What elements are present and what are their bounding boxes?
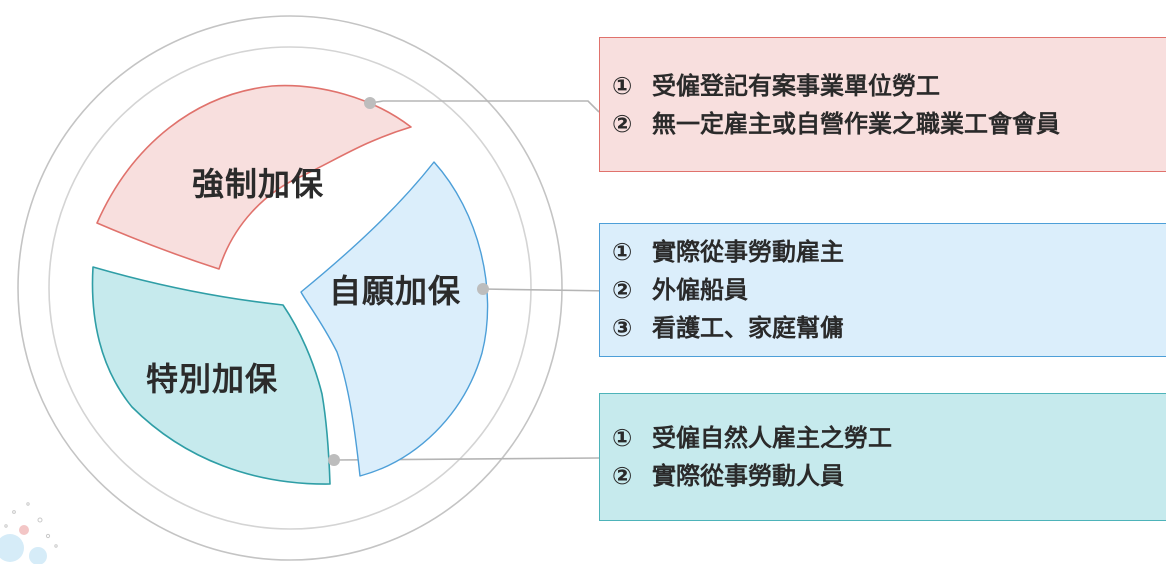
connector-dot-voluntary — [477, 283, 489, 295]
item-number: ① — [612, 424, 633, 452]
label-compulsory: 強制加保 — [192, 165, 324, 203]
inner-ring — [48, 46, 532, 530]
item-number: ③ — [612, 314, 633, 342]
item-number: ① — [612, 238, 633, 266]
item-number: ① — [612, 71, 633, 100]
item-text: 外僱船員 — [652, 276, 748, 304]
list-item: ② 實際從事勞動人員 — [612, 457, 1156, 495]
special-description-box: ① 受僱自然人雇主之勞工 ② 實際從事勞動人員 — [599, 393, 1166, 521]
connector-dot-compulsory — [364, 97, 376, 109]
segment-voluntary — [300, 161, 489, 477]
item-number: ② — [612, 276, 633, 304]
item-text: 無一定雇主或自營作業之職業工會會員 — [652, 109, 1060, 138]
item-number: ② — [612, 109, 633, 138]
label-special: 特別加保 — [146, 360, 278, 398]
decorative-bubbles — [0, 502, 58, 564]
connector-dot-special — [328, 454, 340, 466]
item-text: 受僱登記有案事業單位勞工 — [652, 71, 940, 100]
item-text: 實際從事勞動人員 — [652, 462, 844, 490]
list-item: ② 無一定雇主或自營作業之職業工會會員 — [612, 105, 1156, 143]
label-voluntary: 自願加保 — [329, 272, 461, 310]
list-item: ① 實際從事勞動雇主 — [612, 233, 1156, 271]
compulsory-description-box: ① 受僱登記有案事業單位勞工 ② 無一定雇主或自營作業之職業工會會員 — [599, 37, 1166, 172]
list-item: ② 外僱船員 — [612, 271, 1156, 309]
list-item: ① 受僱登記有案事業單位勞工 — [612, 67, 1156, 105]
item-text: 實際從事勞動雇主 — [652, 238, 844, 266]
item-number: ② — [612, 462, 633, 490]
item-text: 受僱自然人雇主之勞工 — [652, 424, 892, 452]
item-text: 看護工、家庭幫傭 — [652, 314, 844, 342]
outer-ring — [17, 15, 563, 561]
list-item: ① 受僱自然人雇主之勞工 — [612, 419, 1156, 457]
list-item: ③ 看護工、家庭幫傭 — [612, 309, 1156, 347]
segment-compulsory — [96, 84, 412, 270]
voluntary-description-box: ① 實際從事勞動雇主 ② 外僱船員 ③ 看護工、家庭幫傭 — [599, 223, 1166, 357]
